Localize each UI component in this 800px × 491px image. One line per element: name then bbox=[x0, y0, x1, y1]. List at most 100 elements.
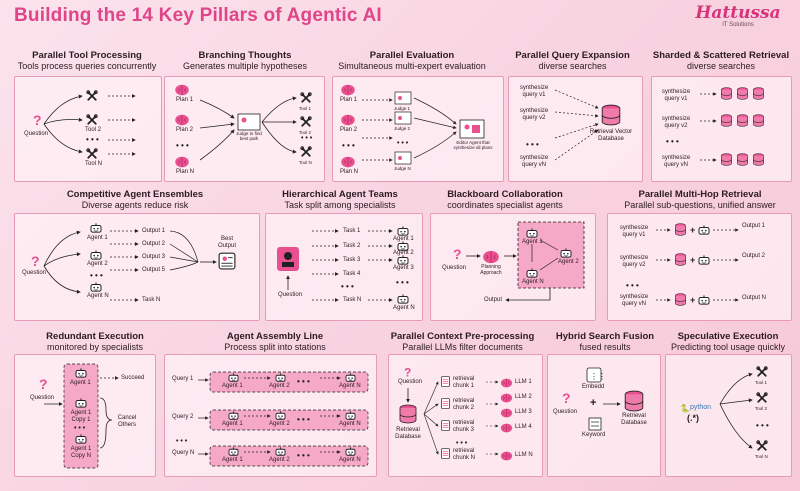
p7-taskN-label: Task N bbox=[343, 297, 362, 303]
svg-text:• • •: • • • bbox=[301, 135, 313, 142]
p2-plan1-label: Plan 1 bbox=[176, 97, 194, 103]
p5-q2-label: synthesize query v2 bbox=[661, 116, 691, 129]
p1-question-icon bbox=[33, 113, 42, 127]
p9-agent-icon bbox=[698, 225, 710, 235]
p12-fan-arrow bbox=[423, 403, 439, 415]
svg-text:⋮⋮: ⋮⋮ bbox=[590, 372, 606, 381]
p3-judgeN-label: Judge N bbox=[394, 166, 411, 171]
p4-panel bbox=[508, 76, 643, 182]
p11-agent-label: Agent 1 bbox=[222, 421, 243, 427]
svg-text:• • •: • • • bbox=[176, 438, 188, 445]
p6-agentN-icon bbox=[90, 282, 102, 292]
p5-shard-db-icon bbox=[753, 87, 764, 100]
p1-dotted-arrows bbox=[108, 94, 136, 156]
p12-db-icon bbox=[399, 404, 417, 424]
p14-tool2-icon bbox=[756, 392, 768, 403]
p11-assembly-lane bbox=[209, 445, 369, 467]
brand-logo: Hattussa IT Solutions bbox=[683, 4, 793, 34]
p11-agent-label: Agent 2 bbox=[269, 457, 290, 463]
p11-assembly-lane bbox=[209, 409, 369, 431]
p11-agent-label: Agent 2 bbox=[269, 383, 290, 389]
p10-cancel-label: Cancel Others bbox=[117, 415, 137, 428]
p6-subtitle: Diverse agents reduce risk bbox=[81, 200, 189, 210]
p13-keyword-icon bbox=[588, 417, 602, 431]
p9-q1-label: synthesize query v1 bbox=[619, 225, 649, 238]
p12-chunk-doc-icon bbox=[441, 398, 450, 409]
svg-text:• • •: • • • bbox=[176, 141, 189, 150]
p14-tool2-label: Tool 2 bbox=[755, 406, 768, 411]
p2-tool2-icon bbox=[300, 116, 312, 127]
p2-plan2-label: Plan 2 bbox=[176, 127, 194, 133]
p9-db-icon bbox=[675, 293, 686, 306]
p1-title: Parallel Tool Processing bbox=[32, 50, 142, 61]
p14-regex-label: (.*) bbox=[687, 413, 699, 423]
p13-title: Hybrid Search Fusion bbox=[555, 331, 655, 342]
p4-title: Parallel Query Expansion bbox=[515, 50, 630, 61]
p6-title: Competitive Agent Ensembles bbox=[66, 189, 204, 200]
svg-text:• • •: • • • bbox=[341, 282, 354, 291]
p12-chunk-doc-icon bbox=[441, 448, 450, 459]
p11-query2-label: Query 2 bbox=[172, 414, 194, 420]
p12-llm-brain-icon bbox=[500, 408, 513, 418]
p6-agent2-icon bbox=[90, 250, 102, 260]
p11-agent-label: Agent 1 bbox=[222, 457, 243, 463]
p8-planning-label: Planning Approach bbox=[480, 264, 502, 276]
p3-plan1-label: Plan 1 bbox=[340, 97, 358, 103]
p3-judge1-label: Judge 1 bbox=[394, 106, 411, 111]
p10-succeed-label: Succeed bbox=[121, 375, 145, 381]
p9-out2-label: Output 2 bbox=[742, 253, 766, 259]
svg-text:• • •: • • • bbox=[90, 271, 103, 280]
p8-title: Blackboard Collaboration bbox=[447, 189, 563, 200]
p6-question-label: Question bbox=[22, 270, 47, 276]
p14-python-label: python bbox=[690, 404, 712, 411]
p7-subtitle: Task split among specialists bbox=[284, 200, 396, 210]
p11-assembly-lane bbox=[209, 371, 369, 393]
p7-title: Hierarchical Agent Teams bbox=[282, 189, 398, 200]
p6-output2-label: Output 2 bbox=[142, 241, 166, 247]
svg-text:• • •: • • • bbox=[396, 278, 409, 287]
p11-ellipsis: • • • bbox=[297, 451, 310, 460]
p2-subtitle: Generates multiple hypotheses bbox=[182, 61, 308, 71]
p1-question-label: Question bbox=[24, 131, 49, 137]
p6-agentN-label: Agent N bbox=[87, 293, 109, 299]
p4-qN-label: synthesize query vN bbox=[519, 155, 549, 168]
p13-embedd-label: Embedd bbox=[582, 384, 605, 390]
logo-subtitle: IT Solutions bbox=[722, 22, 754, 28]
p8-agent1-label: Agent 1 bbox=[522, 239, 543, 245]
p1-tool2-label: Tool 2 bbox=[85, 127, 102, 133]
p9-plus-glyph: + bbox=[690, 225, 695, 235]
p5-shard-db-icon bbox=[721, 114, 732, 127]
p13-question-label: Question bbox=[553, 409, 578, 415]
p12-chunk1-label: retrieval chunk 1 bbox=[453, 376, 475, 389]
p14-panel bbox=[665, 354, 792, 477]
p9-plus-glyph: + bbox=[690, 295, 695, 305]
p1-toolN-icon bbox=[86, 148, 98, 159]
p2-plan2-brain-icon bbox=[174, 114, 190, 126]
p6-agent1-label: Agent 1 bbox=[87, 235, 108, 241]
p7-agentN-label: Agent N bbox=[393, 305, 415, 311]
p12-fan-arrow bbox=[423, 413, 439, 427]
p2-judge-box bbox=[237, 113, 261, 131]
p2-tool1-label: Tool 1 bbox=[299, 106, 312, 111]
p7-task2-label: Task 2 bbox=[343, 243, 361, 249]
svg-text:• • •: • • • bbox=[526, 140, 539, 149]
p12-llm-brain-icon bbox=[500, 451, 513, 461]
p5-shard-db-icon bbox=[753, 114, 764, 127]
p12-llm-brain-icon bbox=[500, 378, 513, 388]
logo-brand: Hattussa bbox=[695, 3, 781, 23]
p11-agent-label: Agent N bbox=[339, 383, 361, 389]
p4-q1-label: synthesize query v1 bbox=[519, 85, 549, 98]
p3-plan2-label: Plan 2 bbox=[340, 127, 358, 133]
p12-chunk3-label: retrieval chunk 3 bbox=[453, 420, 475, 433]
p13-keyword-label: Keyword bbox=[582, 432, 606, 438]
p13-db-label: Retrieval Database bbox=[621, 413, 647, 426]
p11-ellipsis: • • • bbox=[297, 415, 310, 424]
p13-panel bbox=[547, 354, 661, 477]
